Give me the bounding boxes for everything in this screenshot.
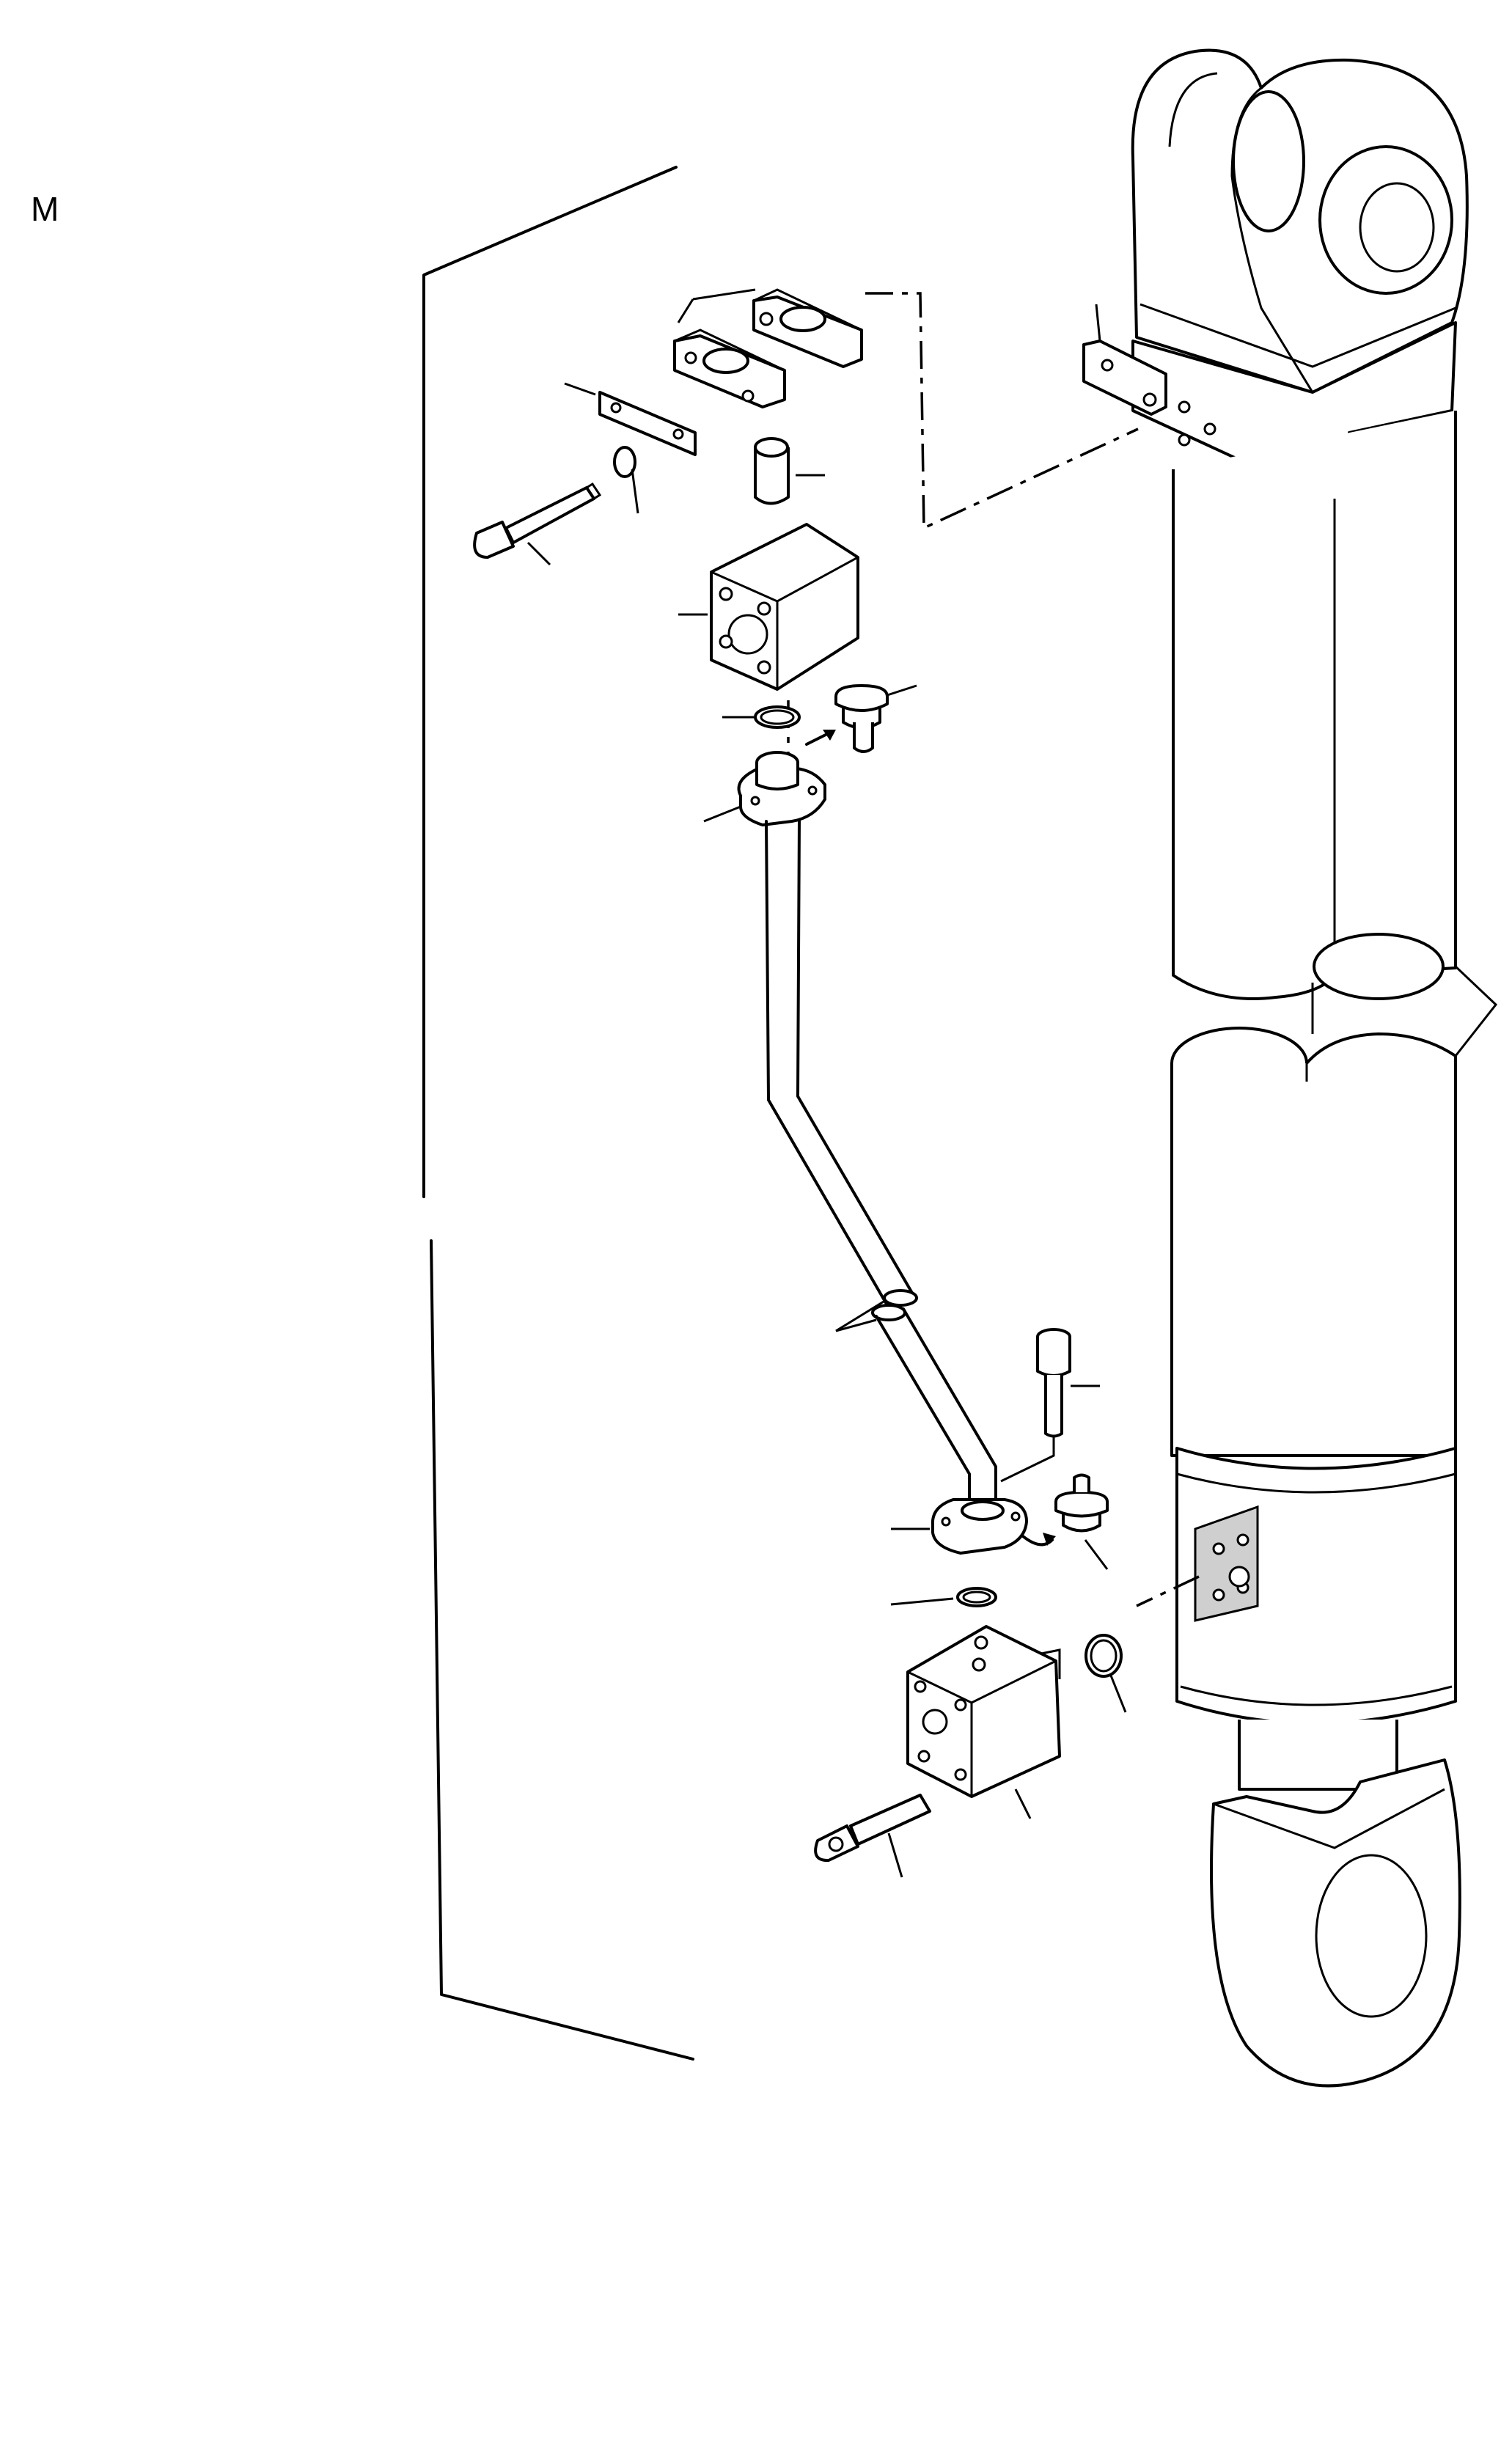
assembly-line-lower <box>1136 1575 1200 1607</box>
assembly-line-upper <box>865 292 1139 530</box>
valve-block-icon <box>710 523 859 691</box>
hydraulic-pipe-icon <box>765 818 997 1516</box>
pipe-clamp-upper-icon <box>752 288 863 368</box>
valve-block-lower-icon <box>906 1625 1061 1798</box>
assembly-bracket-frame <box>422 166 694 2061</box>
socket-cap-screw-icon <box>1036 1328 1071 1438</box>
figure-label: M <box>31 190 59 228</box>
lock-washer-icon <box>613 446 636 478</box>
hydraulic-cylinder-icon <box>1131 48 1498 2088</box>
pipe-flange-upper-icon <box>737 751 826 826</box>
port-plug-lower-icon <box>1054 1473 1109 1533</box>
pipe-flange-lower-icon <box>931 1498 1028 1555</box>
bolt-lower-icon <box>814 1794 931 1863</box>
port-plug-icon <box>834 684 889 753</box>
pipe-clamp-lower-icon <box>673 329 786 408</box>
bolt-icon <box>473 482 602 559</box>
spacer-sleeve-icon <box>754 437 790 505</box>
retaining-plate-icon <box>598 391 697 456</box>
